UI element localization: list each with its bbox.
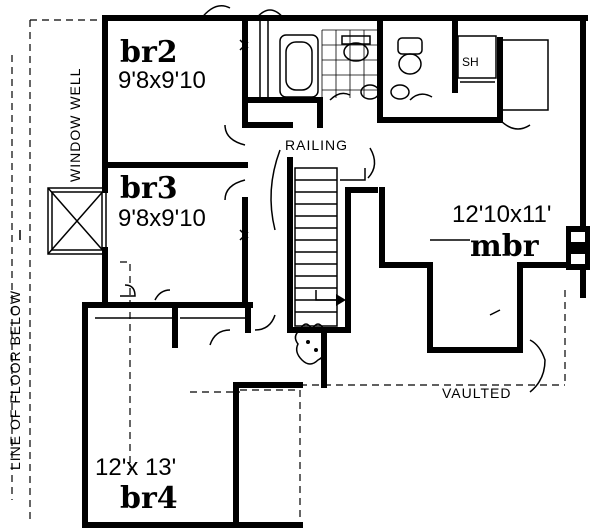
master-bath[interactable]: SH	[390, 35, 549, 111]
fireplace	[566, 226, 590, 270]
room-labels: br2 9'8x9'10 br3 9'8x9'10 12'10x11' mbr …	[95, 35, 551, 516]
shower-label: SH	[462, 55, 479, 69]
br3-size: 9'8x9'10	[118, 205, 206, 232]
br4-name: br4	[120, 481, 178, 516]
br2-size: 9'8x9'10	[118, 67, 206, 94]
exterior-walls	[82, 15, 588, 528]
railing-label: RAILING	[285, 137, 348, 153]
plant-icon	[294, 323, 327, 365]
br2-name: br2	[120, 35, 178, 70]
line-of-floor-below-label: LINE OF FLOOR BELOW	[7, 290, 23, 470]
hall-bath[interactable]	[279, 29, 380, 100]
floor-below-outline	[11, 19, 566, 525]
closet-details	[95, 19, 269, 319]
annotation-arrows	[19, 147, 546, 393]
mbr-size: 12'10x11'	[452, 201, 551, 228]
stairs[interactable]	[294, 167, 366, 327]
br3-name: br3	[120, 171, 178, 206]
mbr-name: mbr	[470, 229, 540, 264]
interior-walls	[102, 15, 503, 388]
br4-size: 12'x 13'	[95, 454, 176, 481]
window-well-label: WINDOW WELL	[67, 68, 83, 182]
window-well	[47, 187, 107, 255]
annotation-labels: RAILING VAULTED WINDOW WELL LINE OF FLOO…	[7, 68, 512, 470]
vaulted-label: VAULTED	[442, 385, 512, 401]
stair-arrow-icon	[336, 294, 346, 306]
doors	[120, 5, 531, 351]
